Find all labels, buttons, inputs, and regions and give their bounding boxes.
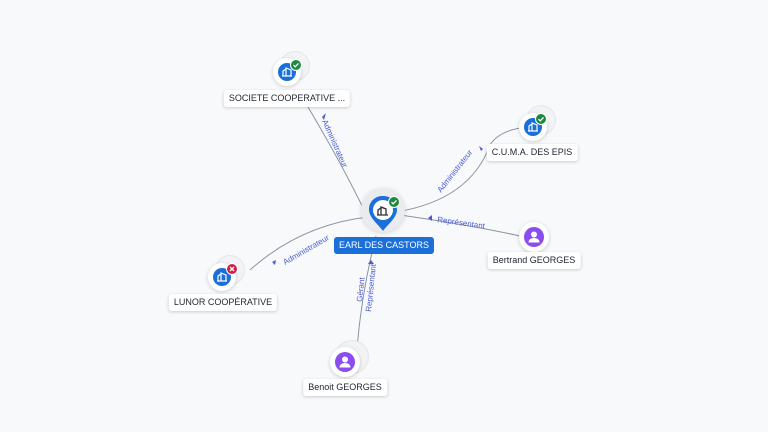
close-icon xyxy=(226,263,238,275)
edge-label-benoit-representant: Représentant xyxy=(364,263,378,312)
arrow-cuma xyxy=(479,146,483,151)
edge-label-societe: Administrateur xyxy=(320,118,349,169)
node-label-cuma[interactable]: C.U.M.A. DES EPIS xyxy=(486,144,578,161)
arrow-lunor xyxy=(272,260,276,265)
arrow-societe xyxy=(322,113,326,120)
node-label-bertrand[interactable]: Bertrand GEORGES xyxy=(487,252,581,269)
node-label-benoit[interactable]: Benoit GEORGES xyxy=(303,379,387,396)
check-icon xyxy=(535,113,547,125)
edge-label-bertrand: Représentant xyxy=(437,215,487,231)
edge-societe xyxy=(301,96,366,213)
node-label-center[interactable]: EARL DES CASTORS xyxy=(333,237,435,254)
edge-label-cuma: Administrateur xyxy=(435,148,474,194)
edge-lunor xyxy=(249,216,369,271)
person-icon xyxy=(335,352,355,372)
node-label-lunor[interactable]: LUNOR COOPÉRATIVE xyxy=(168,294,278,311)
edge-cuma xyxy=(395,127,521,213)
check-icon xyxy=(388,196,400,208)
node-label-societe[interactable]: SOCIETE COOPERATIVE ... xyxy=(223,90,351,107)
edge-bertrand xyxy=(399,214,521,237)
person-icon xyxy=(524,227,544,247)
arrow-bertrand xyxy=(428,215,432,221)
arrow-benoit xyxy=(368,260,374,264)
check-icon xyxy=(290,59,302,71)
edge-label-benoit-gerant: Gérant xyxy=(355,276,367,302)
edge-label-lunor: Administrateur xyxy=(282,233,331,267)
